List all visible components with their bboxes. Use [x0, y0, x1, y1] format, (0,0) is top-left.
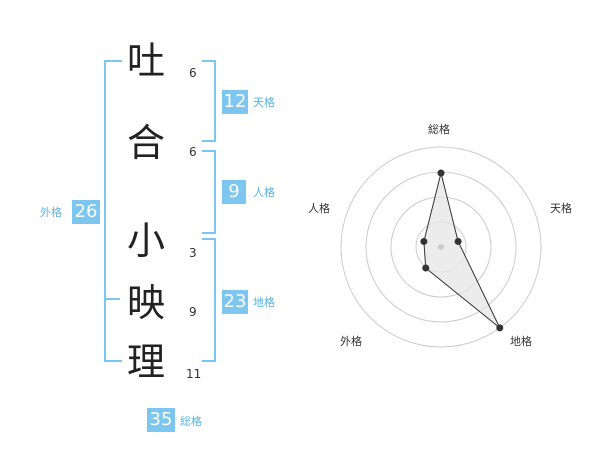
radar-label-gaikaku: 外格 [340, 335, 362, 348]
soukaku-value: 35 [147, 408, 175, 432]
tenkaku-bracket [202, 60, 216, 142]
jinkaku-bracket [202, 150, 216, 234]
radar-label-soukaku: 総格 [428, 123, 450, 136]
stroke-count-3: 3 [189, 246, 197, 260]
radar-point-0 [437, 169, 445, 177]
jinkaku-value: 9 [222, 180, 246, 204]
radar-point-2 [496, 324, 504, 332]
chikaku-bracket [202, 238, 216, 362]
stroke-count-2: 6 [189, 145, 197, 159]
gaikaku-bracket-tick [106, 298, 120, 300]
gaikaku-label: 外格 [40, 206, 62, 219]
radar-point-1 [454, 237, 462, 245]
name-char-4: 映 [126, 281, 165, 325]
name-char-2: 合 [126, 121, 165, 165]
name-char-5: 理 [126, 340, 165, 384]
stroke-count-5: 11 [186, 367, 202, 381]
gaikaku-value: 26 [72, 200, 100, 224]
name-char-1: 吐 [126, 39, 165, 83]
radar-label-tenkaku: 天格 [550, 202, 572, 215]
soukaku-label: 総格 [180, 415, 202, 428]
radar-label-chikaku: 地格 [510, 335, 532, 348]
radar-point-4 [420, 237, 428, 245]
tenkaku-label: 天格 [253, 96, 275, 109]
radar-ring-4 [340, 146, 542, 348]
radar-center-dot [438, 244, 444, 250]
radar-label-jinkaku: 人格 [308, 202, 330, 215]
stroke-count-1: 6 [189, 66, 197, 80]
chikaku-value: 23 [222, 290, 248, 314]
radar-polygon [423, 172, 501, 329]
name-char-3: 小 [126, 219, 165, 263]
radar-point-3 [422, 264, 430, 272]
fortune-radar-chart [340, 146, 542, 348]
jinkaku-label: 人格 [253, 186, 275, 199]
chikaku-label: 地格 [253, 296, 275, 309]
gaikaku-bracket [104, 60, 122, 362]
radar-points [420, 169, 504, 332]
stroke-count-4: 9 [189, 305, 197, 319]
tenkaku-value: 12 [222, 90, 248, 114]
